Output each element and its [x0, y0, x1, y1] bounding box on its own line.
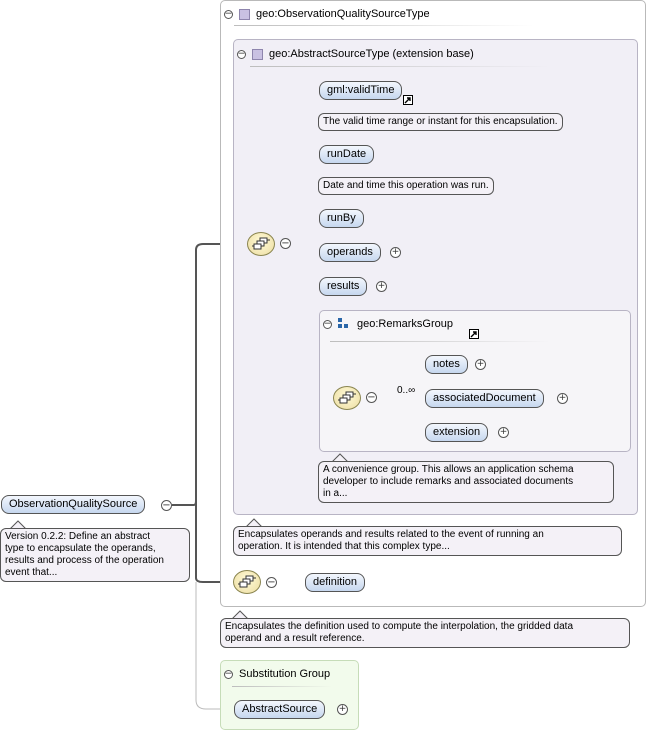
collapse-icon[interactable]: −	[266, 577, 277, 588]
expand-icon[interactable]: +	[376, 281, 387, 292]
note-line: Version 0.2.2: Define an abstract	[5, 531, 151, 542]
note-line: developer to include remarks and associa…	[323, 476, 574, 487]
collapse-icon[interactable]: −	[237, 49, 246, 59]
reference-arrow-icon	[403, 95, 413, 105]
collapse-icon[interactable]: −	[224, 669, 233, 679]
note-pointer	[231, 610, 249, 619]
outer-type-divider	[234, 25, 534, 26]
element-operands[interactable]: operands	[319, 243, 381, 262]
group-icon	[338, 318, 351, 330]
sequence-glyph-icon	[252, 237, 270, 250]
sequence-glyph-icon	[338, 391, 356, 404]
outer-type-title: geo:ObservationQualitySourceType	[256, 8, 430, 20]
note-line: operation. It is intended that this comp…	[238, 541, 450, 552]
element-abstractsource[interactable]: AbstractSource	[234, 700, 326, 719]
expand-icon[interactable]: +	[390, 247, 401, 258]
reference-arrow-icon	[469, 329, 479, 339]
substitution-group-title: Substitution Group	[239, 668, 331, 680]
note-pointer	[9, 520, 27, 529]
note-line: results and process of the operation	[5, 555, 164, 566]
substitution-group-header: − Substitution Group	[224, 668, 330, 680]
complex-type-icon	[239, 8, 250, 20]
collapse-icon[interactable]: −	[366, 392, 377, 403]
note-remarks-group: A convenience group. This allows an appl…	[318, 461, 614, 503]
cardinality-label: 0..∞	[397, 385, 416, 396]
note-validtime: The valid time range or instant for this…	[318, 113, 563, 131]
complex-type-icon	[252, 48, 263, 60]
expand-icon[interactable]: +	[498, 427, 509, 438]
remarks-group-header: − geo:RemarksGroup	[323, 318, 453, 330]
base-type-header: − geo:AbstractSourceType (extension base…	[237, 48, 474, 60]
note-line: event that...	[5, 567, 58, 578]
expand-icon[interactable]: +	[557, 393, 568, 404]
note-pointer	[331, 453, 349, 462]
expand-icon[interactable]: +	[337, 704, 348, 715]
note-root: Version 0.2.2: Define an abstract type t…	[0, 528, 190, 582]
element-results[interactable]: results	[319, 277, 368, 296]
collapse-icon[interactable]: −	[224, 9, 233, 19]
expand-icon[interactable]: +	[475, 359, 486, 370]
note-line: Encapsulates operands and results relate…	[238, 529, 544, 540]
note-line: Encapsulates the definition used to comp…	[225, 621, 574, 632]
element-notes[interactable]: notes	[425, 355, 468, 374]
element-runby[interactable]: runBy	[319, 209, 364, 228]
note-rundate: Date and time this operation was run.	[318, 177, 494, 195]
element-associateddocument[interactable]: associatedDocument	[425, 389, 544, 408]
collapse-icon[interactable]: −	[280, 238, 291, 249]
element-rundate[interactable]: runDate	[319, 145, 375, 164]
substitution-group-divider	[232, 686, 332, 687]
remarks-group-divider	[330, 341, 550, 342]
outer-type-header: − geo:ObservationQualitySourceType	[224, 8, 430, 20]
note-base-type: Encapsulates operands and results relate…	[233, 526, 622, 556]
element-definition[interactable]: definition	[305, 573, 366, 592]
note-line: A convenience group. This allows an appl…	[323, 464, 574, 475]
collapse-icon[interactable]: −	[161, 500, 172, 511]
collapse-icon[interactable]: −	[323, 319, 332, 329]
element-observationqualitysource[interactable]: ObservationQualitySource	[1, 495, 146, 514]
note-line: operand and a result reference.	[225, 633, 365, 644]
note-outer-type: Encapsulates the definition used to comp…	[220, 618, 630, 648]
sequence-glyph-icon	[238, 575, 256, 588]
note-line: in a...	[323, 488, 348, 499]
base-type-title: geo:AbstractSourceType (extension base)	[269, 48, 474, 60]
note-line: type to encapsulate the operands,	[5, 543, 156, 554]
note-pointer	[245, 518, 263, 527]
element-extension[interactable]: extension	[425, 423, 489, 442]
base-type-divider	[250, 66, 550, 67]
element-gml-validtime[interactable]: gml:validTime	[319, 81, 403, 100]
remarks-group-title: geo:RemarksGroup	[357, 318, 453, 330]
